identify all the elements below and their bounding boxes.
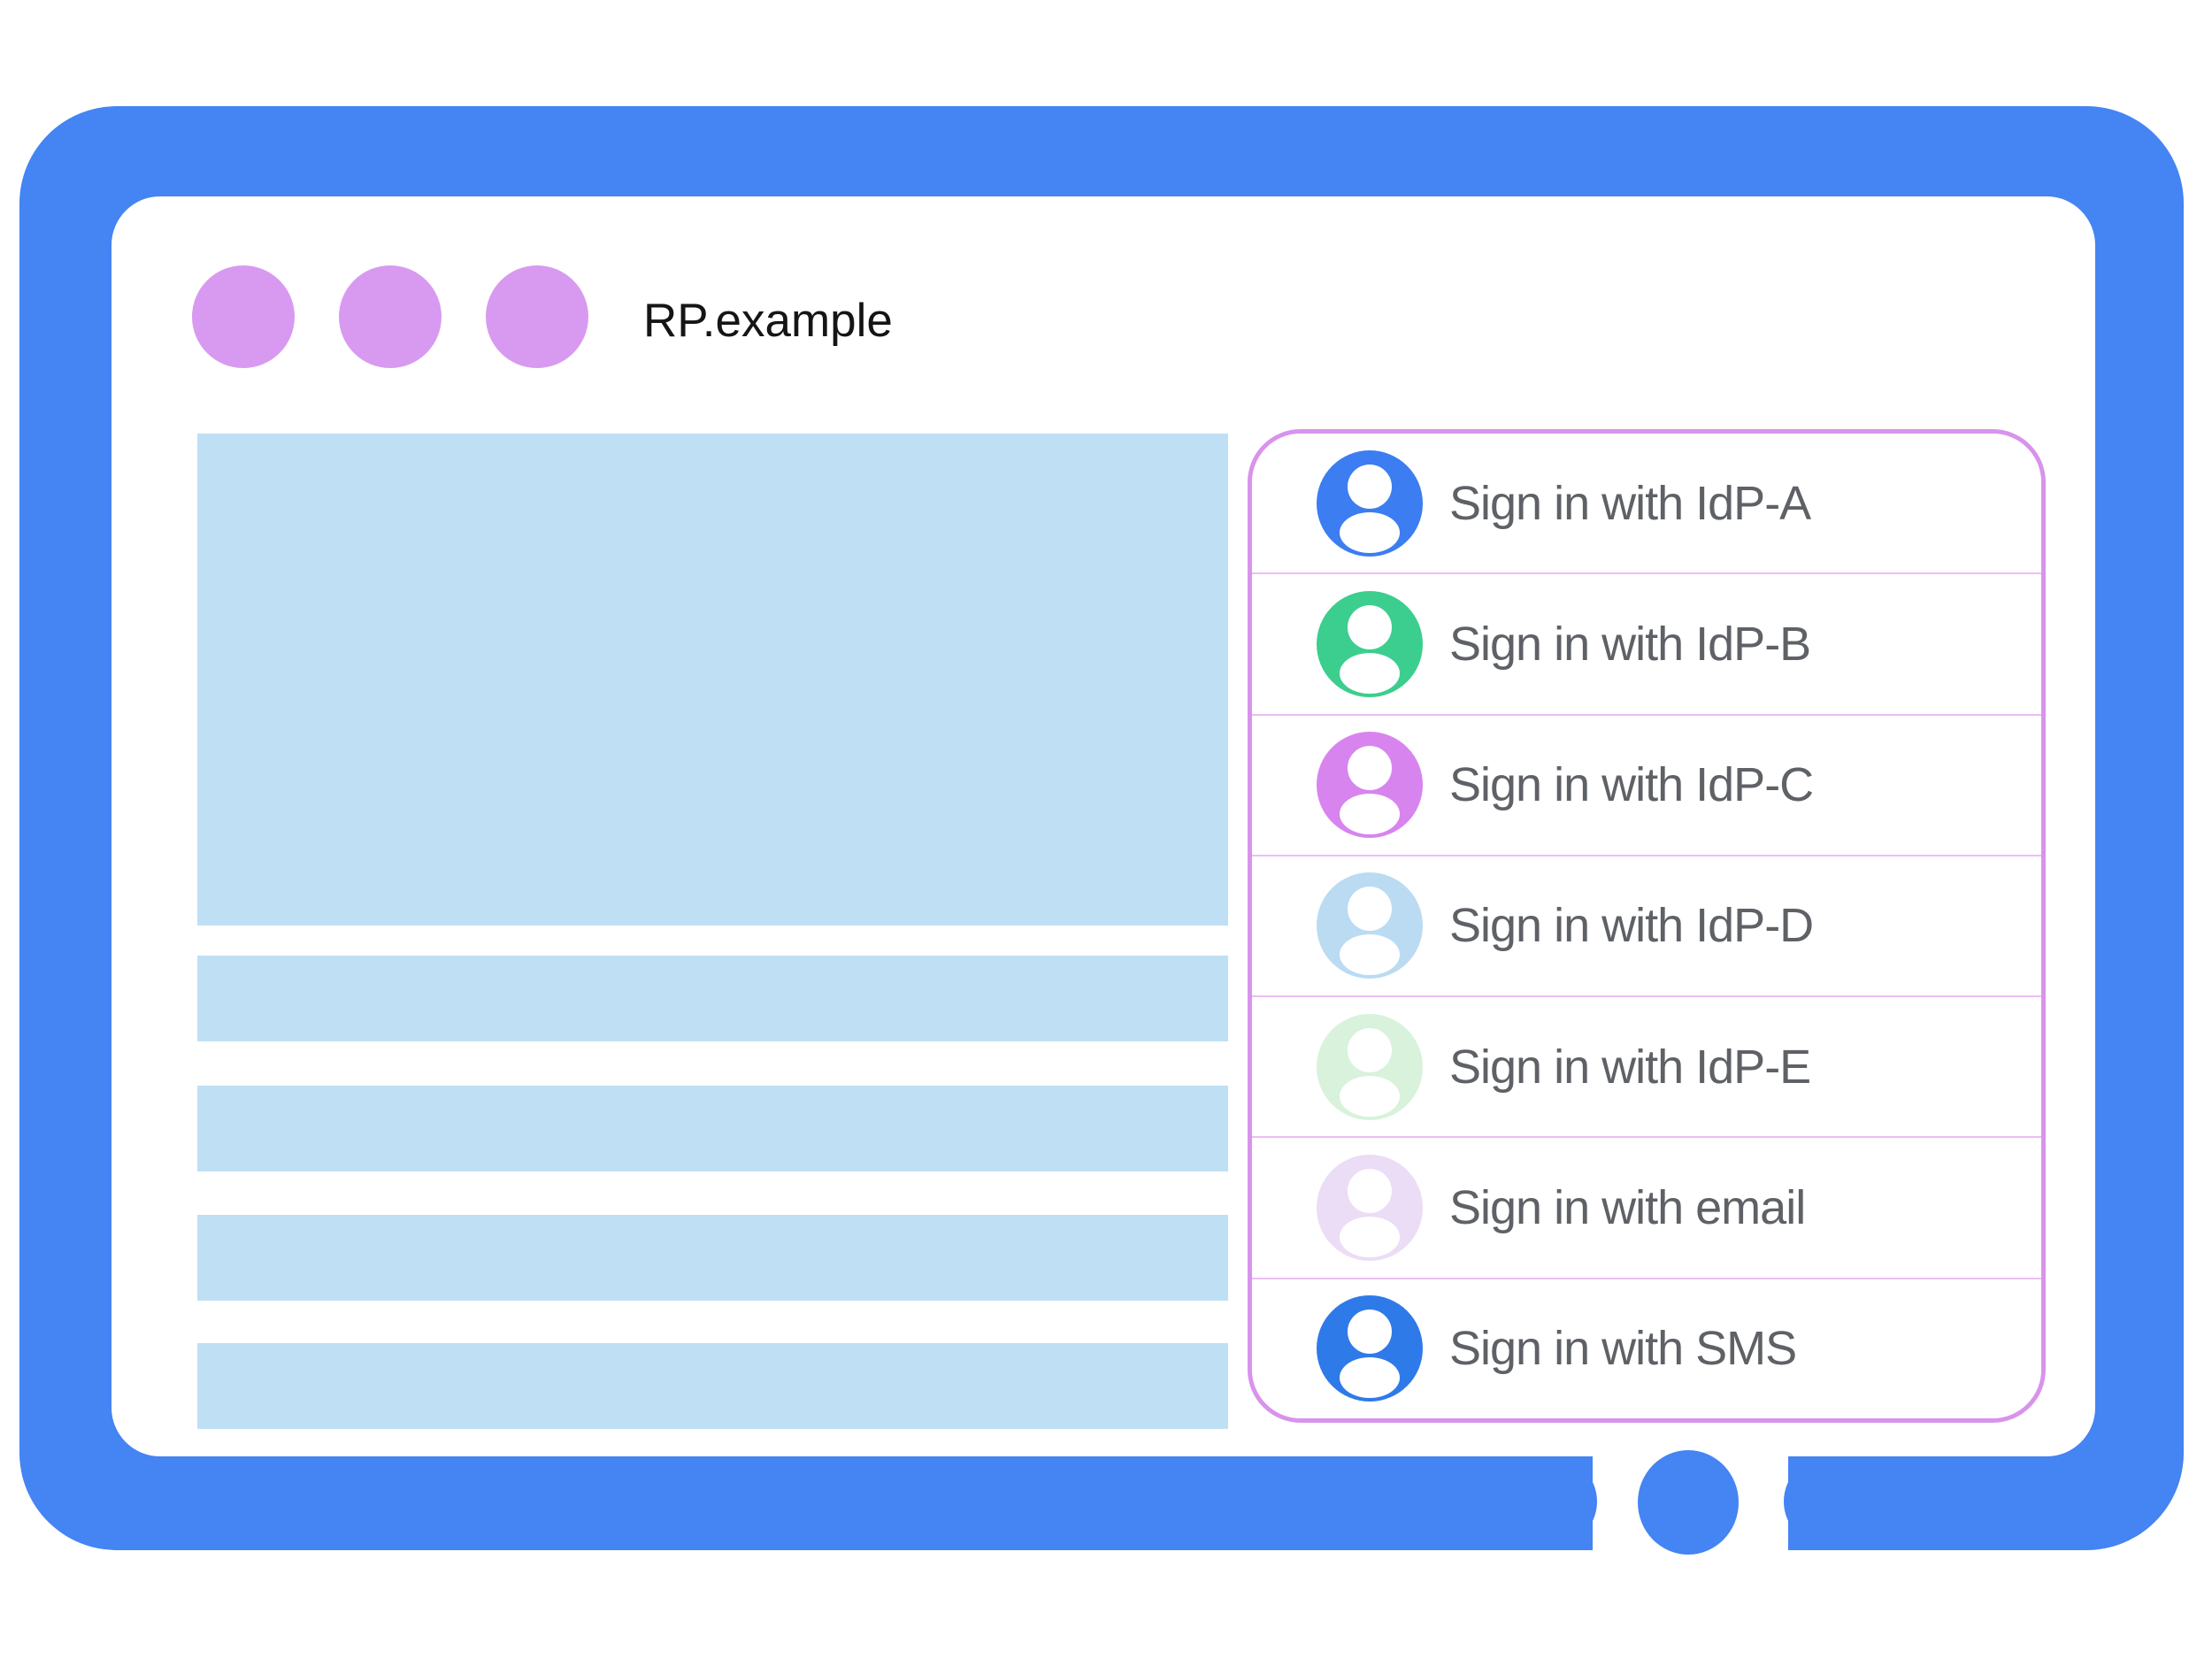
person-avatar-icon bbox=[1317, 1155, 1423, 1262]
signin-option[interactable]: Sign in with SMS bbox=[1252, 1277, 2041, 1418]
content-placeholder-line bbox=[197, 1086, 1228, 1171]
person-avatar-icon bbox=[1317, 872, 1423, 979]
signin-option-label: Sign in with IdP-A bbox=[1449, 476, 1811, 530]
window-control-dot-icon bbox=[486, 265, 588, 368]
person-avatar-icon bbox=[1317, 590, 1423, 697]
signin-option-label: Sign in with email bbox=[1449, 1181, 1806, 1235]
signin-option[interactable]: Sign in with email bbox=[1252, 1136, 2041, 1278]
signin-option[interactable]: Sign in with IdP-C bbox=[1252, 713, 2041, 855]
signin-option[interactable]: Sign in with IdP-B bbox=[1252, 572, 2041, 714]
signin-panel: Sign in with IdP-A Sign in with IdP-B bbox=[1248, 429, 2046, 1423]
content-placeholder-hero bbox=[197, 434, 1228, 926]
window-control-dot-icon bbox=[339, 265, 442, 368]
person-avatar-icon bbox=[1317, 1295, 1423, 1402]
home-button-icon bbox=[1638, 1450, 1739, 1555]
signin-option[interactable]: Sign in with IdP-A bbox=[1252, 434, 2041, 573]
content-placeholder-line bbox=[197, 1215, 1228, 1301]
content-placeholder-line bbox=[197, 1343, 1228, 1429]
person-avatar-icon bbox=[1317, 1013, 1423, 1120]
person-avatar-icon bbox=[1317, 449, 1423, 557]
signin-option-label: Sign in with IdP-C bbox=[1449, 758, 1814, 812]
signin-option[interactable]: Sign in with IdP-E bbox=[1252, 995, 2041, 1137]
frame-bar-right-cap bbox=[1784, 1456, 1877, 1547]
signin-option-label: Sign in with SMS bbox=[1449, 1322, 1797, 1376]
signin-option-label: Sign in with IdP-B bbox=[1449, 617, 1811, 671]
person-avatar-icon bbox=[1317, 732, 1423, 839]
page-title: RP.example bbox=[643, 295, 893, 347]
frame-bar-left-cap bbox=[1504, 1456, 1597, 1547]
signin-option-label: Sign in with IdP-E bbox=[1449, 1040, 1811, 1094]
signin-option[interactable]: Sign in with IdP-D bbox=[1252, 854, 2041, 996]
content-placeholder-line bbox=[197, 956, 1228, 1041]
window-control-dot-icon bbox=[192, 265, 295, 368]
signin-option-label: Sign in with IdP-D bbox=[1449, 899, 1814, 953]
